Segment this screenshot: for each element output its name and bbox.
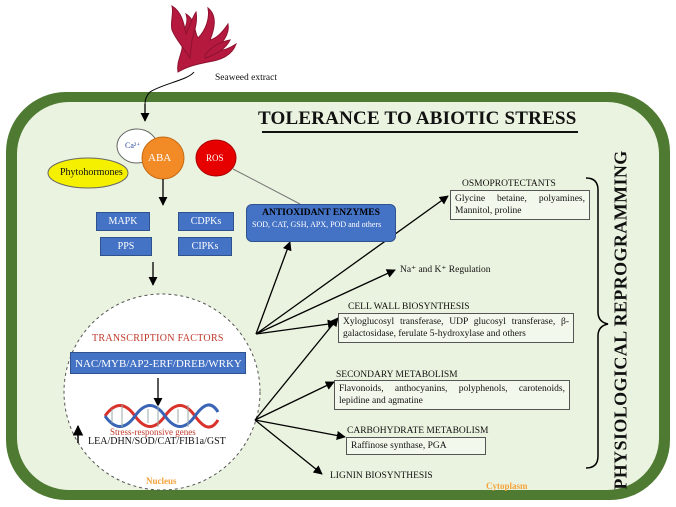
page-title: TOLERANCE TO ABIOTIC STRESS: [258, 108, 577, 129]
secondary-title: SECONDARY METABOLISM: [336, 370, 458, 380]
reprogramming-bracket: [585, 177, 609, 469]
lignin-label: LIGNIN BIOSYNTHESIS: [330, 471, 433, 481]
secondary-items-box: Flavonoids, anthocyanins, polyphenols, c…: [334, 380, 570, 410]
aba-label: ABA: [148, 152, 172, 164]
tf-list-bar: NAC/MYB/AP2-ERF/DREB/WRKY: [70, 352, 246, 374]
kinase-pps: PPS: [100, 237, 152, 256]
cellwall-title: CELL WALL BIOSYNTHESIS: [348, 302, 470, 312]
stress-genes-label: Stress-responsive genes: [110, 427, 196, 437]
cytoplasm-label: Cytoplasm: [486, 481, 528, 491]
ros-label: ROS: [206, 153, 224, 163]
antioxidant-box: ANTIOXIDANT ENZYMES SOD, CAT, GSH, APX, …: [246, 204, 396, 242]
osmo-title: OSMOPROTECTANTS: [462, 179, 556, 189]
seaweed-input-curve: [144, 71, 195, 105]
kinase-cipks: CIPKs: [178, 237, 232, 256]
seaweed-icon: [170, 4, 237, 73]
antioxidant-title: ANTIOXIDANT ENZYMES: [262, 208, 380, 218]
kinase-cdpks: CDPKs: [178, 212, 234, 231]
phytohormones-ellipse: [47, 157, 129, 189]
nucleus-label: Nucleus: [146, 476, 177, 486]
calcium-label: Ca²⁺: [125, 141, 141, 150]
antioxidant-items: SOD, CAT, GSH, APX, POD and others: [252, 220, 382, 229]
carb-items-box: Raffinose synthase, PGA: [346, 437, 486, 455]
physiological-reprogramming-text: PHYSIOLOGICAL REPROGRAMMING: [610, 150, 631, 490]
seaweed-extract-label: Seaweed extract: [215, 73, 277, 83]
tf-title: TRANSCRIPTION FACTORS: [92, 333, 224, 344]
nucleus: [63, 293, 261, 491]
genes-label: LEA/DHN/SOD/CAT/FIB1a/GST: [88, 436, 226, 447]
phytohormones-label: Phytohormones: [60, 167, 123, 178]
kinase-mapk: MAPK: [96, 212, 150, 231]
physiological-reprogramming-label: PHYSIOLOGICAL REPROGRAMMING: [606, 150, 636, 490]
title-underline: [262, 131, 578, 133]
ion-regulation-label: Na⁺ and K⁺ Regulation: [400, 265, 491, 275]
dna-helix-icon: [103, 403, 220, 429]
carb-title: CARBOHYDRATE METABOLISM: [347, 426, 489, 436]
osmo-items-box: Glycine betaine, polyamines, Mannitol, p…: [450, 190, 590, 220]
ros-circle: [195, 139, 237, 177]
cellwall-items-box: Xyloglucosyl transferase, UDP glucosyl t…: [338, 313, 574, 343]
